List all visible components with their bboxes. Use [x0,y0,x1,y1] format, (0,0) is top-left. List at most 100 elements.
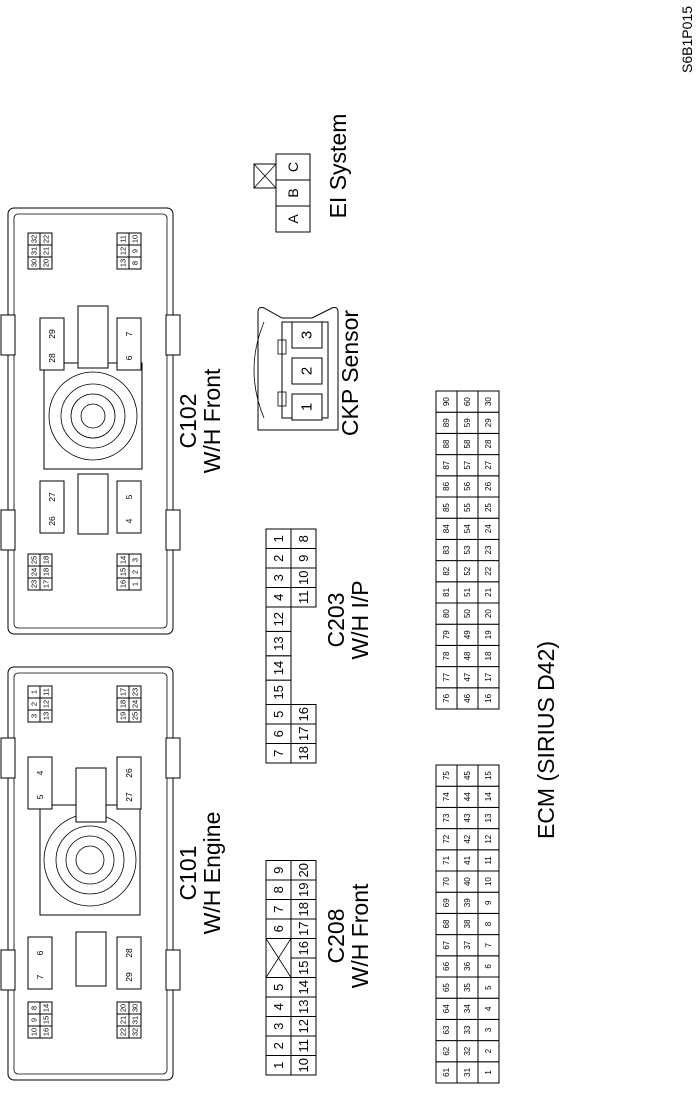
ecm-pin-label: 41 [463,855,472,864]
c208-pin: 12 [290,1016,317,1037]
c102-pin-label: 25 [30,556,39,564]
c208-pin: 7 [265,899,292,920]
ecm-pin-label: 20 [484,609,493,618]
ecm-pin: 50 [456,602,479,625]
c208-pin-label: 8 [271,886,286,893]
c102-pin-label: 10 [131,235,140,243]
c208-pin: 5 [265,977,292,998]
ecm-pin-label: 29 [484,418,493,427]
ckp-sensor-connector: 123 [253,307,339,431]
ecm-pin: 90 [435,390,458,413]
ei-pin-label: B [285,188,301,197]
ecm-pin: 3 [477,1018,500,1042]
c208-pin-label: 15 [296,961,311,975]
c101-pin-label: 24 [131,700,140,708]
ecm-pin-label: 70 [442,877,451,886]
c102-pin: 25 [27,553,41,567]
c101-label: C101 W/H Engine [175,812,225,935]
c208-pin-label: 4 [271,1003,286,1010]
c208-pin: 16 [290,938,317,959]
ecm-pin: 65 [435,976,458,999]
c102-pin-label: 16 [119,580,128,588]
c208-pin-label: 16 [296,941,311,955]
c102-pin-label: 20 [42,259,51,267]
ecm-pin-label: 49 [463,630,472,639]
ecm-pin-label: 77 [442,672,451,681]
c102-pin: 4 [124,518,134,523]
ecm-label: ECM (SIRIUS D42) [533,641,559,839]
ecm-pin: 46 [456,687,479,710]
ecm-pin-label: 3 [484,1027,493,1032]
ecm-pin: 84 [435,517,458,540]
c102-pin: 11 [116,232,130,246]
c102-pin: 26 [47,516,57,526]
c203-label: C203 W/H I/P [323,580,373,659]
ecm-pin: 41 [456,849,479,872]
ecm-pin-label: 75 [442,771,451,780]
ecm-pin: 21 [477,581,500,604]
c203-pin: 6 [265,723,292,744]
c102-pin-label: 24 [30,568,39,576]
c203-pin-label: 13 [271,636,286,650]
c203-pin-label: 7 [271,750,286,757]
ecm-pin: 37 [456,934,479,957]
c101-pin: 18 [116,697,130,711]
c208-pin-label: 19 [296,883,311,897]
c208-name: C208 [323,909,349,964]
c208-pin-label: 14 [296,980,311,994]
c101-pin: 27 [124,792,134,802]
ecm-pin: 57 [456,454,479,477]
c101-pin: 13 [39,709,53,723]
c208-pin: 18 [290,899,317,920]
c203-pin: 8 [290,528,317,549]
c102-pin: 18 [39,553,53,567]
c101-pin: 9 [27,1013,41,1027]
c203-pin-label: 17 [296,727,311,741]
c203-pin: 5 [265,704,292,725]
c102-pin-label: 11 [119,235,128,243]
c208-pin-label: 7 [271,906,286,913]
c208-pin-label: 10 [296,1058,311,1072]
c208-pin-label: 3 [271,1023,286,1030]
c101-pin-label: 12 [42,700,51,708]
c102-pin: 12 [116,244,130,258]
c101-pin: 3 [27,709,41,723]
ecm-pin-label: 78 [442,651,451,660]
ecm-pin: 9 [477,891,500,914]
ecm-pin: 33 [456,1018,479,1042]
ecm-pin-label: 80 [442,609,451,618]
ecm-pin: 81 [435,581,458,604]
c101-desc: W/H Engine [199,812,225,935]
ecm-pin-label: 6 [484,964,493,969]
ecm-pin: 83 [435,538,458,562]
c208-pin: 10 [290,1055,317,1076]
ecm-pin-label: 45 [463,771,472,780]
ei-pin: C [275,153,311,181]
c102-pin-label: 8 [131,261,140,265]
c101-pin-label: 30 [131,1004,140,1012]
c208-pin: 20 [290,860,317,881]
c203-pin-label: 5 [271,711,286,718]
c102-pin: 1 [128,577,142,591]
ecm-pin: 77 [435,666,458,689]
ecm-pin-label: 26 [484,481,493,490]
ecm-pin-label: 10 [484,877,493,886]
ecm-pin-label: 54 [463,524,472,533]
ecm-pin: 79 [435,623,458,646]
ecm-pin-label: 83 [442,545,451,554]
ecm-pin: 24 [477,517,500,540]
ecm-pin: 19 [477,623,500,646]
c203-pin-label: 9 [296,555,311,562]
c203-pin: 4 [265,587,292,608]
ei-label: EI System [325,114,351,219]
ecm-pin-label: 7 [484,942,493,947]
ecm-pin-label: 9 [484,900,493,905]
c101-pin: 22 [116,1025,130,1039]
c102-pin: 22 [39,232,53,246]
ecm-pin-label: 46 [463,693,472,702]
ecm-pin: 45 [456,764,479,787]
